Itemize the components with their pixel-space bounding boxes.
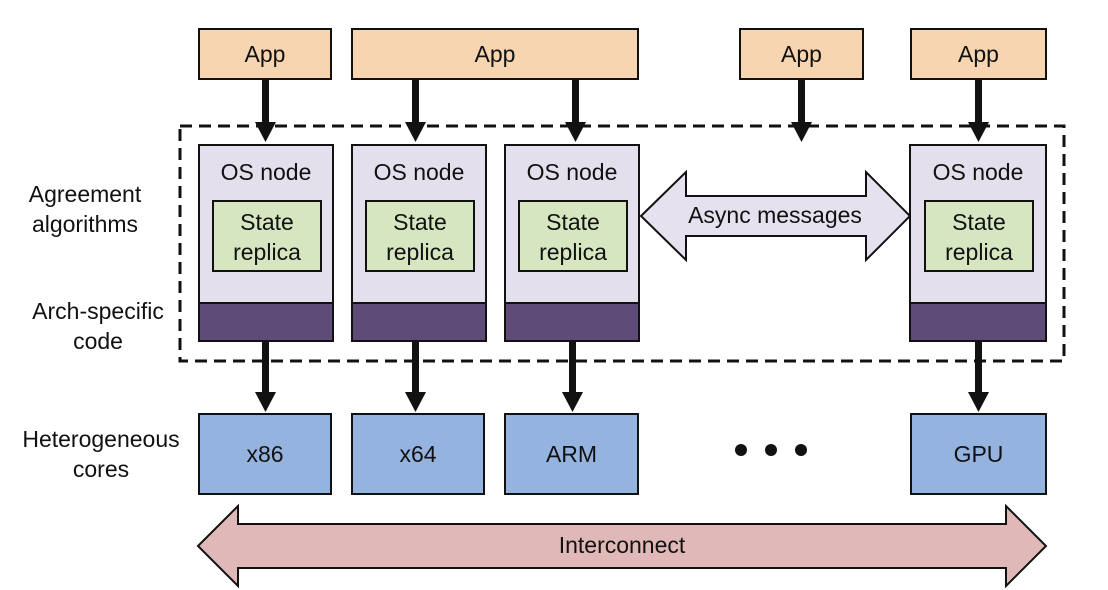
app-box-1: App <box>198 28 332 80</box>
app-label: App <box>781 40 822 67</box>
replica-line1: State <box>952 209 1006 235</box>
replica-line2: replica <box>539 239 607 265</box>
core-label: ARM <box>545 440 598 467</box>
dot <box>795 444 807 456</box>
os-node-title: OS node <box>526 159 618 185</box>
ellipsis <box>735 438 807 462</box>
dot <box>765 444 777 456</box>
os-node-2: OS node State replica <box>351 144 487 342</box>
core-label: GPU <box>953 440 1004 467</box>
os-node-title: OS node <box>932 159 1024 185</box>
app-label: App <box>244 40 286 67</box>
app-box-2: App <box>351 28 639 80</box>
os-node-4: OS node State replica <box>909 144 1047 342</box>
app-box-4: App <box>910 28 1047 80</box>
state-replica: State replica <box>518 200 628 272</box>
interconnect-arrow <box>196 503 1048 589</box>
replica-line1: State <box>240 209 294 235</box>
core-label: x64 <box>399 440 437 467</box>
replica-line2: replica <box>233 239 301 265</box>
agreement-algorithms-label: Agreement algorithms <box>20 179 150 239</box>
core-x86: x86 <box>198 413 332 495</box>
os-node-1: OS node State replica <box>198 144 334 342</box>
replica-line2: replica <box>945 239 1013 265</box>
app-to-node-arrows <box>255 80 989 142</box>
app-label: App <box>958 40 999 67</box>
arch-specific-band <box>911 302 1045 340</box>
interconnect-label: Interconnect <box>558 532 686 558</box>
app-box-3: App <box>739 28 864 80</box>
label-line: Agreement <box>28 181 142 207</box>
core-arm: ARM <box>504 413 639 495</box>
os-node-title: OS node <box>220 159 312 185</box>
replica-line1: State <box>546 209 600 235</box>
replica-line1: State <box>393 209 447 235</box>
os-node-title: OS node <box>373 159 465 185</box>
heterogeneous-cores-label: Heterogeneous cores <box>8 424 194 484</box>
label-line: Heterogeneous <box>22 426 180 452</box>
arch-specific-code-label: Arch-specific code <box>16 296 180 356</box>
label-line: algorithms <box>31 211 139 237</box>
state-replica: State replica <box>924 200 1034 272</box>
state-replica: State replica <box>365 200 475 272</box>
label-line: cores <box>72 456 130 482</box>
state-replica: State replica <box>212 200 322 272</box>
os-node-3: OS node State replica <box>504 144 640 342</box>
label-line: Arch-specific <box>32 298 164 324</box>
async-messages-label: Async messages <box>688 202 862 228</box>
node-to-core-arrows <box>255 342 989 412</box>
arch-specific-band <box>353 302 485 340</box>
core-x64: x64 <box>351 413 485 495</box>
app-label: App <box>474 40 516 67</box>
core-label: x86 <box>246 440 284 467</box>
dot <box>735 444 747 456</box>
replica-line2: replica <box>386 239 454 265</box>
arch-specific-band <box>200 302 332 340</box>
os-layer-boundary <box>178 124 1066 363</box>
arch-specific-band <box>506 302 638 340</box>
label-line: code <box>73 328 123 354</box>
core-gpu: GPU <box>910 413 1047 495</box>
